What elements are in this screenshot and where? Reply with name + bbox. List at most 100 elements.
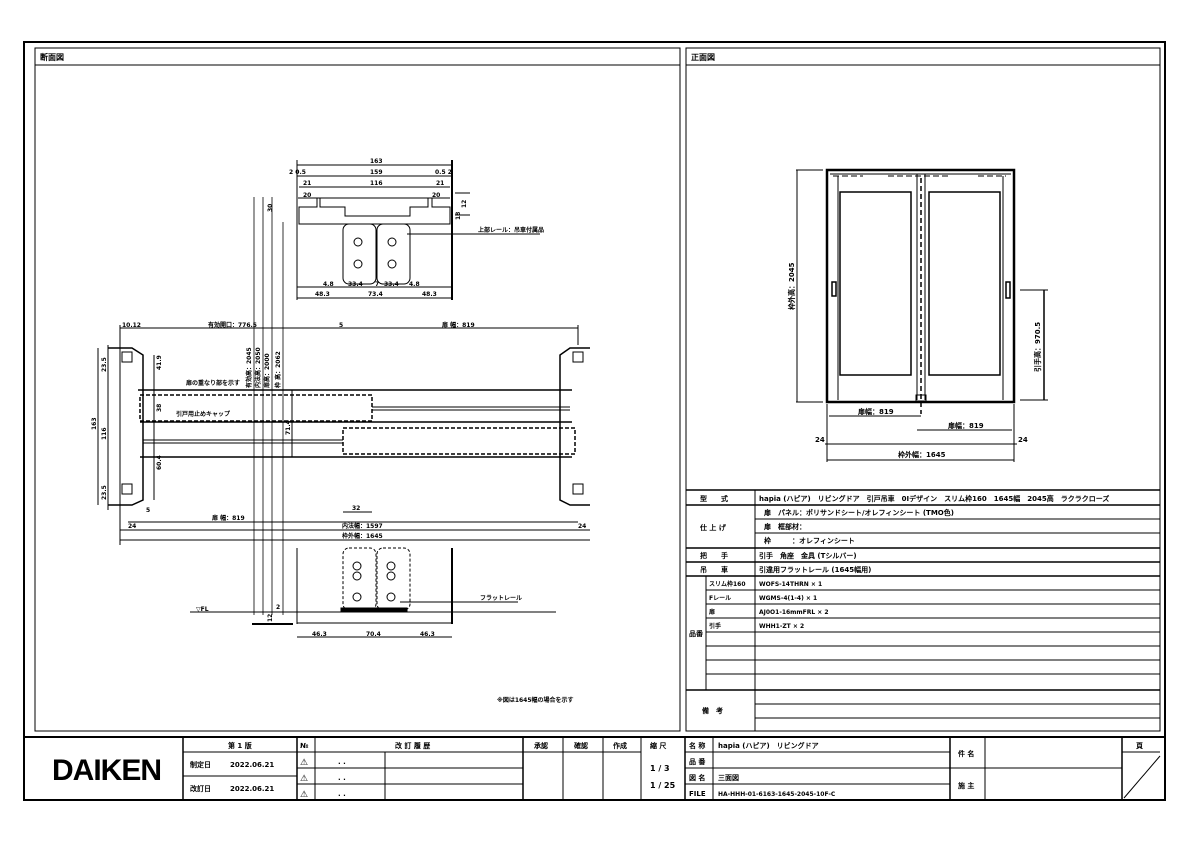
label: 仕 上 げ [699, 523, 727, 532]
front-dimensions: 枠外高：2045 引手高：970.5 扉幅：819 扉幅：819 24 24 枠… [787, 262, 1042, 459]
label: フラットレール [480, 595, 522, 602]
label: 24 [128, 523, 136, 530]
label: hapia (ハピア) リビングドア 引戸吊車 0Iデザイン スリム枠160 1… [759, 494, 1109, 503]
label: 24 [1018, 436, 1028, 444]
section-title: 断面図 [40, 52, 64, 62]
footnote: ※図は1645幅の場合を示す [497, 696, 574, 704]
label: 12 [461, 200, 468, 208]
label: 確認 [574, 741, 588, 750]
label: 有効高：2045 [245, 347, 253, 388]
plan-dimensions: 10.12 有効開口：776.5 5 扉 幅：819 23.5 116 163 … [91, 321, 586, 540]
label: 73.4 [368, 291, 383, 298]
label: 4.8 [409, 281, 420, 288]
label: 71.4 [285, 420, 292, 435]
label: 頁 [1136, 742, 1143, 750]
label: 図 名 [689, 773, 705, 782]
label: WHH1-ZT × 2 [759, 623, 804, 630]
label: 5 [339, 322, 343, 329]
label: 作成 [613, 741, 627, 750]
label: 70.4 [366, 631, 381, 638]
label: 枠外幅：1645 [342, 532, 383, 540]
label: 改 訂 履 歴 [395, 741, 430, 750]
section-panel: 断面図 [34, 47, 681, 732]
label: 116 [101, 427, 108, 440]
label: 枠 高：2062 [274, 351, 282, 388]
label: 60.4 [156, 455, 163, 470]
label: 23.5 [101, 357, 108, 372]
bottom-rail-dimensions: ▽FL 12 2 フラットレール 46.3 70.4 46.3 ※図は1645幅… [196, 595, 574, 704]
label: 5 [146, 507, 150, 514]
label: 4.8 [323, 281, 334, 288]
label: 吊 車 [700, 565, 728, 574]
label: 48.3 [422, 291, 437, 298]
label: 扉 パネル：ポリサンドシート/オレフィンシート (TMO色) [763, 508, 954, 517]
label: 引違用フラットレール (1645幅用) [759, 565, 871, 574]
label: 24 [578, 523, 586, 530]
sheet-border [23, 41, 1166, 801]
label: 46.3 [420, 631, 435, 638]
label: 1 / 25 [650, 781, 676, 790]
label: 24 [815, 436, 825, 444]
label: 有効開口：776.5 [208, 321, 257, 329]
title-block-text: DAIKEN 第 1 版 制定日 2022.06.21 改訂日 2022.06.… [52, 741, 1143, 800]
spec-table [686, 489, 1160, 731]
label: 163 [370, 158, 383, 165]
label: 46.3 [312, 631, 327, 638]
bottom-rail-detail [190, 547, 556, 638]
top-rail-detail [296, 160, 540, 300]
label: Fレール [709, 595, 731, 602]
label: 枠外高：2045 [787, 262, 796, 310]
label: 10.12 [122, 322, 141, 329]
label: 三面図 [718, 773, 739, 782]
label: 扉 幅：819 [211, 514, 245, 522]
label: 扉高：2000 [263, 353, 271, 389]
label: 33.4 [348, 281, 363, 288]
daiken-logo: DAIKEN [52, 754, 161, 787]
label: 18 [455, 212, 462, 220]
label: 7 [375, 281, 379, 288]
label: 2 0.5 [289, 169, 306, 176]
label: 枠 ：オレフィンシート [764, 536, 855, 545]
label: 扉 幅：819 [441, 321, 475, 329]
label: 改訂日 [190, 784, 211, 793]
label: 型 式 [700, 494, 728, 503]
label: 縮 尺 [650, 741, 666, 750]
title-block [24, 736, 1165, 800]
label: 制定日 [190, 760, 211, 769]
label: 21 [303, 180, 311, 187]
label: WOFS-14THRN × 1 [759, 581, 822, 588]
plan-section [97, 325, 590, 545]
label: AJ0O1-16mmFRL × 2 [759, 609, 829, 616]
spec-table-text: 型 式 hapia (ハピア) リビングドア 引戸吊車 0Iデザイン スリム枠1… [689, 494, 1109, 715]
label: 名 称 [689, 741, 705, 750]
label: 備 考 [702, 706, 723, 715]
label: hapia (ハピア) リビングドア [718, 741, 819, 750]
label: FILE [689, 790, 706, 798]
label: 扉 框部材： [763, 522, 806, 531]
label: 2022.06.21 [230, 761, 274, 769]
label: 枠外幅：1645 [898, 450, 946, 459]
label: 12 [267, 614, 274, 622]
front-title: 正面図 [691, 53, 715, 62]
label: 上部レール：吊車付属品 [478, 226, 544, 234]
label: 41.9 [156, 355, 163, 370]
label: WGMS-4(1-4) × 1 [759, 595, 817, 602]
label: 内法高：2050 [254, 347, 262, 388]
label: 承認 [534, 741, 548, 750]
label: 件 名 [958, 749, 974, 758]
label: . . [338, 790, 346, 798]
label: 20 [303, 192, 311, 199]
label: 2022.06.21 [230, 785, 274, 793]
label: 1 / 3 [650, 764, 670, 773]
label: 20 [432, 192, 440, 199]
label: ▽FL [196, 606, 209, 613]
label: 引手高：970.5 [1033, 322, 1042, 372]
label: 内法幅：1597 [342, 522, 383, 530]
label: 116 [370, 180, 383, 187]
top-rail-dimensions: 163 159 116 2 0.5 0.5 2 21 21 20 20 30 1… [267, 158, 544, 298]
label: HA-HHH-01-6163-1645-2045-10F-C [718, 791, 836, 798]
revision-triangle-icon: ⚠ [300, 774, 308, 784]
label: 163 [91, 417, 98, 430]
label: 引戸用止めキャップ [176, 410, 231, 418]
